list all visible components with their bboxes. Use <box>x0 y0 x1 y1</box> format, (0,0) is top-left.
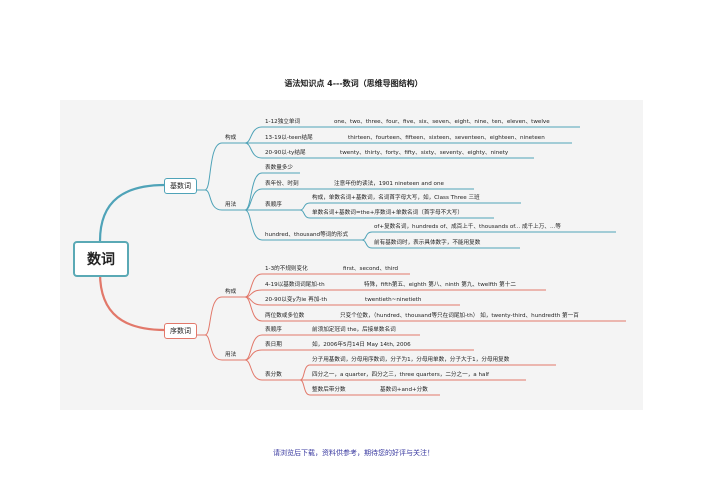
ordinal-comp-value-2: 特殊，fifth第五、eighth 第八、ninth 第九、twelfth 第十… <box>364 282 516 288</box>
cardinal-usage-order-a: 构成，单数名词+基数词，名词首字母大写，如，Class Three 三班 <box>312 195 480 201</box>
cardinal-usage-label: 用法 <box>225 202 237 208</box>
cardinal-usage-hundred-a: of+复数名词，hundreds of、成百上千、thousands of...… <box>374 224 561 230</box>
ordinal-node: 序数词 <box>164 323 197 339</box>
cardinal-usage-order: 表顺序 <box>265 202 282 208</box>
ordinal-usage-mixed-number-rule: 基数词+and+分数 <box>380 387 428 393</box>
cardinal-usage-hundred: hundred、thousand等词的形式 <box>265 232 349 238</box>
ordinal-comp-value-3: twentieth~ninetieth <box>365 297 422 303</box>
ordinal-usage-fraction-b: 四分之一，a quarter，四分之三，three quarters，二分之一，… <box>312 372 490 378</box>
cardinal-comp-key-3: 20-90以-ty结尾 <box>265 150 306 156</box>
ordinal-usage-fraction-a: 分子用基数词，分母用序数词，分子为1，分母用单数，分子大于1，分母用复数 <box>312 357 510 363</box>
cardinal-usage-order-b: 单数名词+基数词=the+序数词+单数名词（首字母不大写） <box>312 210 463 216</box>
ordinal-usage-order-note: 前须加定冠词 the，后接单数名词 <box>312 327 396 333</box>
ordinal-usage-date: 表日期 <box>265 342 282 348</box>
cardinal-comp-value-1: one、two、three、four、five、six、seven、eight、… <box>334 119 550 125</box>
page-title: 语法知识点 4---数词（思维导图结构） <box>284 79 423 88</box>
root-node: 数词 <box>73 241 129 277</box>
ordinal-comp-key-4: 两位数或多位数 <box>265 313 305 319</box>
cardinal-composition-label: 构成 <box>225 135 237 141</box>
ordinal-comp-value-4: 只变个位数，（hundred、thousand等只在词尾加-th） 如，twen… <box>340 313 579 319</box>
cardinal-usage-year-time: 表年份、时刻 <box>265 181 299 187</box>
ordinal-comp-key-1: 1-3的不规则变化 <box>265 266 308 272</box>
cardinal-comp-key-1: 1-12独立单词 <box>265 119 301 125</box>
footer-note: 请浏览后下载，资料供参考，期待您的好评与关注！ <box>273 449 434 457</box>
ordinal-comp-key-2: 4-19以基数词词尾加-th <box>265 282 325 288</box>
ordinal-usage-fraction: 表分数 <box>265 372 282 378</box>
ordinal-usage-order: 表顺序 <box>265 327 282 333</box>
ordinal-comp-key-3: 20-90以变y为ie 再加-th <box>265 297 328 303</box>
ordinal-usage-date-example: 如，2006年5月14日 May 14th, 2006 <box>312 342 411 348</box>
ordinal-composition-label: 构成 <box>225 289 237 295</box>
mind-map-background <box>60 100 643 410</box>
cardinal-usage-hundred-b: 前有基数词时，表示具体数字，不能用复数 <box>374 240 481 246</box>
ordinal-comp-value-1: first、second、third <box>343 266 399 272</box>
cardinal-usage-quantity: 表数量多少 <box>265 165 293 171</box>
ordinal-usage-mixed-number: 整数后带分数 <box>312 387 346 393</box>
cardinal-comp-value-2: thirteen、fourteen、fifteen、sixteen、sevent… <box>348 135 545 141</box>
cardinal-comp-key-2: 13-19以-teen结尾 <box>265 135 313 141</box>
cardinal-usage-year-note: 注意年份的读法，1901 nineteen and one <box>334 181 444 187</box>
cardinal-comp-value-3: twenty、thirty、forty、fifty、sixty、seventy、… <box>340 150 509 156</box>
cardinal-node: 基数词 <box>164 178 197 194</box>
ordinal-usage-label: 用法 <box>225 352 237 358</box>
